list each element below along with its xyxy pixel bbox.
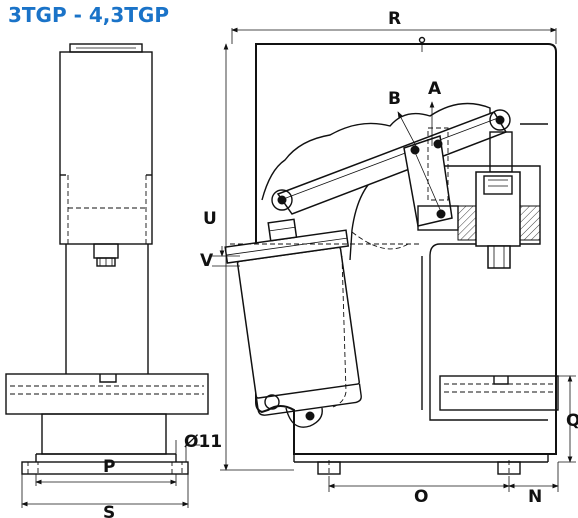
- dim-label-r: R: [388, 9, 401, 29]
- dim-label-n: N: [528, 487, 542, 507]
- dim-label-o: O: [414, 487, 428, 507]
- drawing-title: 3TGP - 4,3TGP: [8, 3, 169, 27]
- dim-label-diameter: Ø11: [184, 432, 222, 452]
- dim-label-s: S: [103, 503, 115, 518]
- front-view: [212, 27, 576, 492]
- dim-label-u: U: [203, 209, 217, 229]
- dim-label-q: Q: [566, 411, 578, 431]
- dim-label-v: V: [200, 251, 214, 271]
- dim-label-p: P: [103, 457, 115, 477]
- side-view: [5, 43, 209, 508]
- arrow-label-b: B: [388, 89, 401, 109]
- arrow-label-a: A: [428, 79, 442, 99]
